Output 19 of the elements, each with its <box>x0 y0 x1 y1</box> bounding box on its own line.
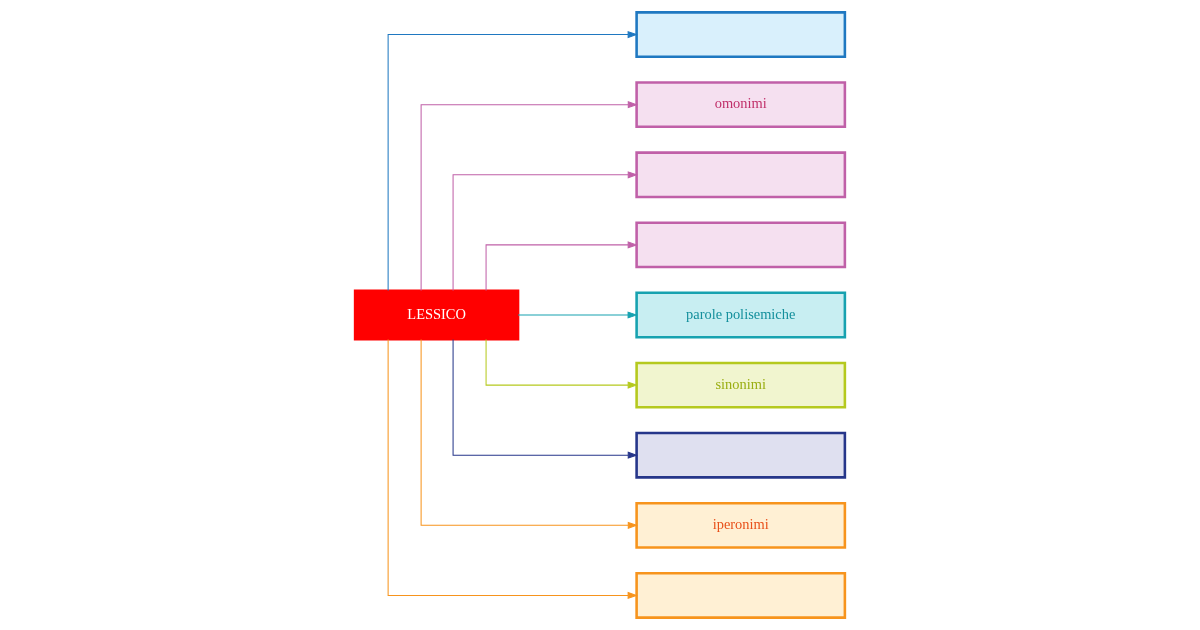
arrow <box>452 338 639 459</box>
node-box <box>635 572 847 619</box>
node-box <box>635 431 847 479</box>
arrow <box>420 101 639 291</box>
node-box: LESSICO <box>353 289 520 341</box>
arrow <box>517 311 638 319</box>
node-box: sinonimi <box>635 361 847 409</box>
node-box: omonimi <box>635 81 847 129</box>
arrow <box>485 241 638 291</box>
arrow <box>420 339 639 529</box>
node-box: parole polisemiche <box>635 291 847 339</box>
arrow <box>387 30 638 292</box>
node-box <box>635 221 847 269</box>
arrow <box>452 171 639 292</box>
arrow <box>485 339 638 389</box>
node-box <box>635 11 847 58</box>
node-box: iperonimi <box>635 501 847 549</box>
arrow <box>387 338 638 600</box>
node-box <box>635 151 847 199</box>
